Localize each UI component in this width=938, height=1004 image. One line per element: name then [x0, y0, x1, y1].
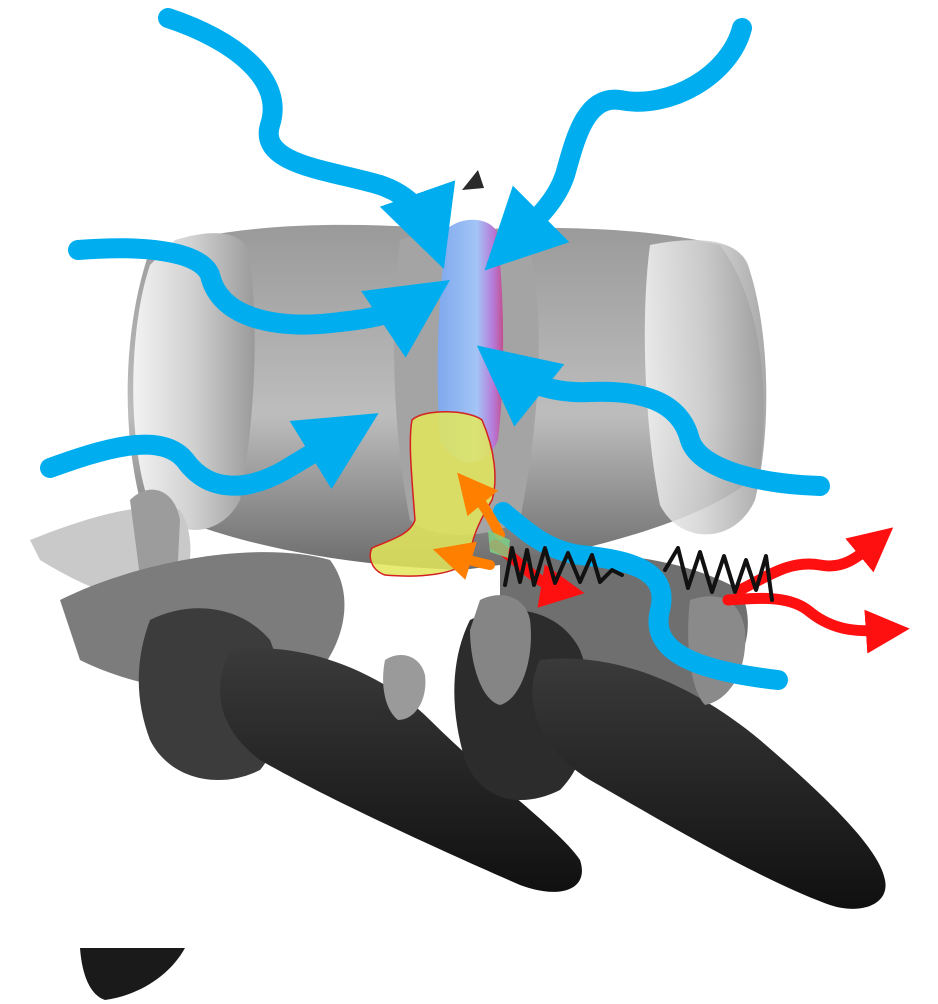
right-vertebral-body [645, 240, 767, 534]
red-arrow-lower-right [728, 598, 890, 630]
spinous-tip [462, 170, 484, 190]
blue-arrow-top-left [168, 18, 432, 235]
right-articular-process [688, 596, 745, 705]
red-arrow-upper-right [740, 540, 878, 590]
blue-arrow-top-right [510, 28, 742, 245]
lower-fragment [80, 948, 185, 1000]
